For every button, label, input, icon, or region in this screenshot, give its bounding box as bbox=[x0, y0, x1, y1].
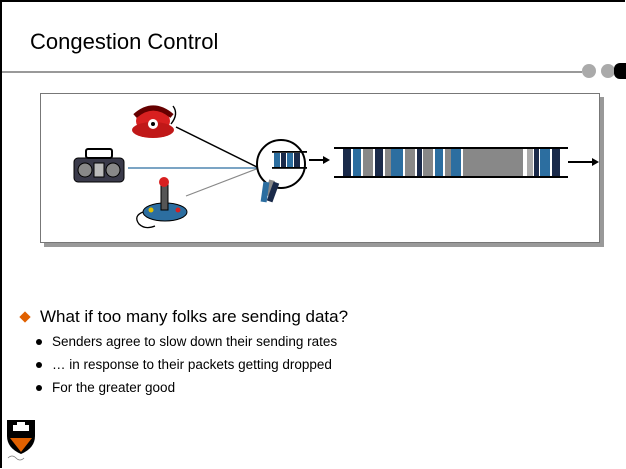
decor-dot bbox=[601, 64, 615, 78]
dropped-packets bbox=[260, 179, 280, 203]
phone-link bbox=[175, 126, 260, 169]
bullet-list: What if too many folks are sending data?… bbox=[18, 307, 348, 403]
sub-bullet: For the greater good bbox=[18, 380, 348, 395]
congestion-diagram-svg bbox=[73, 105, 599, 229]
joystick-icon bbox=[136, 177, 188, 229]
link-pipe bbox=[334, 147, 599, 178]
bullet-main: What if too many folks are sending data? bbox=[18, 307, 348, 327]
sub-bullet: … in response to their packets getting d… bbox=[18, 357, 348, 372]
decor-dot bbox=[582, 64, 596, 78]
decor-dot bbox=[614, 63, 626, 79]
radio-icon bbox=[73, 148, 125, 183]
joystick-link bbox=[185, 167, 260, 197]
slide-title: Congestion Control bbox=[30, 29, 219, 54]
telephone-icon bbox=[132, 105, 177, 138]
princeton-shield-logo bbox=[7, 420, 35, 461]
router-buffer-magnifier bbox=[256, 139, 330, 189]
sub-bullet: Senders agree to slow down their sending… bbox=[18, 334, 348, 349]
congestion-diagram bbox=[40, 93, 600, 243]
title-divider bbox=[2, 71, 582, 73]
